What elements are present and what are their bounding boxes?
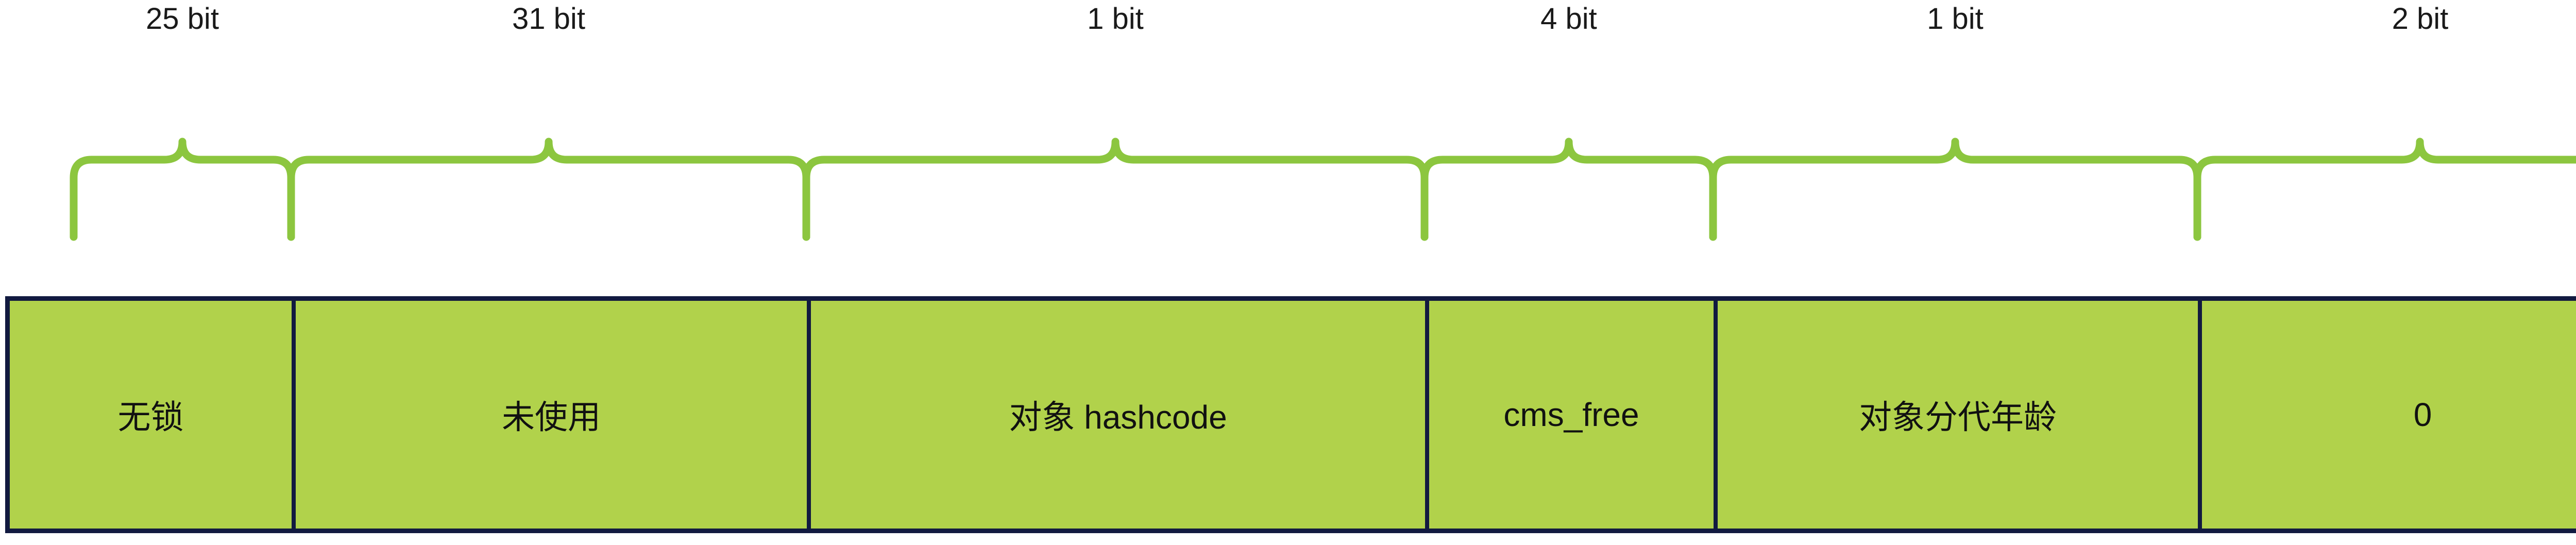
brace-31bit — [287, 138, 810, 241]
bit-field-cell-unused[interactable]: 未使用 — [296, 301, 811, 529]
brace-1bit-b — [1709, 138, 2201, 241]
brace-group — [70, 138, 2576, 241]
bit-label: 31 bit — [512, 2, 585, 36]
brace-25bit — [70, 138, 295, 241]
bit-label: 25 bit — [146, 2, 219, 36]
bit-field-cell-biased-flag[interactable]: 0 — [2202, 301, 2576, 529]
brace-4bit — [1420, 138, 1717, 241]
bit-field-cell-generation-age[interactable]: 对象分代年龄 — [1718, 301, 2202, 529]
bit-label: 1 bit — [1927, 2, 1984, 36]
bit-field-table: 无锁 未使用 对象 hashcode cms_free 对象分代年龄 0 01 — [5, 296, 2576, 533]
bit-label: 4 bit — [1540, 2, 1597, 36]
bit-label: 1 bit — [1087, 2, 1144, 36]
brace-1bit-a — [802, 138, 1429, 241]
bit-field-cell-hashcode[interactable]: 对象 hashcode — [811, 301, 1429, 529]
bit-field-cell-cms-free[interactable]: cms_free — [1429, 301, 1718, 529]
bit-label: 2 bit — [2392, 2, 2449, 36]
brace-2bit — [2193, 138, 2576, 241]
bit-field-cell-lock-state[interactable]: 无锁 — [10, 301, 296, 529]
